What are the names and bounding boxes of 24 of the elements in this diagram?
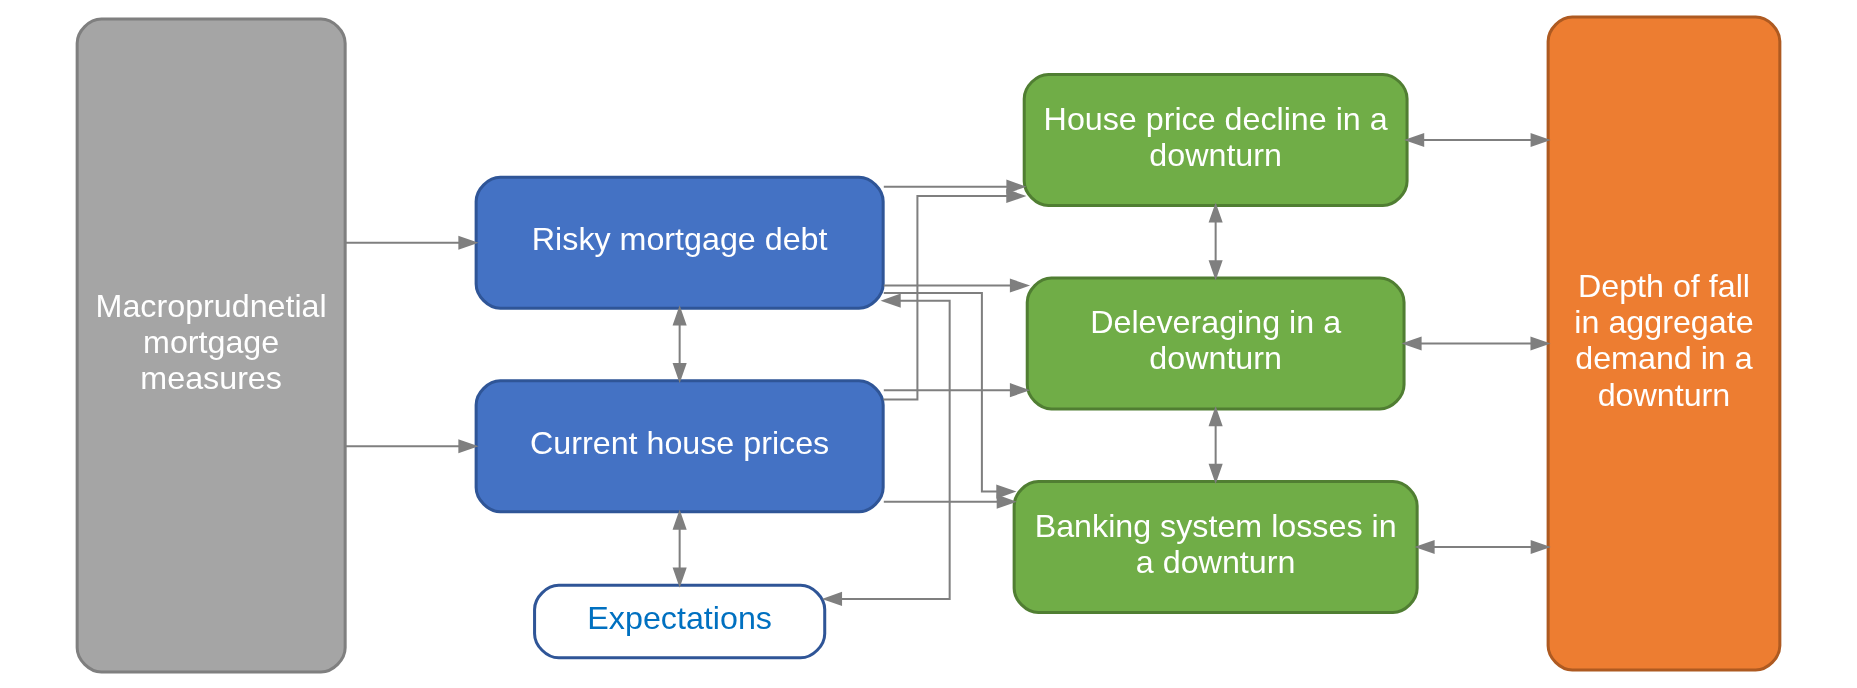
arrow	[1401, 335, 1551, 351]
arrow	[821, 293, 951, 606]
arrow	[345, 235, 479, 250]
arrow	[1414, 539, 1551, 554]
arrow	[672, 508, 687, 588]
arrow	[883, 382, 1031, 397]
arrow	[345, 438, 479, 453]
arrow	[672, 304, 687, 383]
arrow	[883, 179, 1027, 194]
arrow	[1404, 132, 1551, 147]
node-box: House price decline in a downturn	[1022, 72, 1409, 207]
node-box: Depth of fall in aggregate demand in a downturn	[1546, 15, 1782, 671]
node-box: Banking system losses in a downturn	[1012, 479, 1419, 614]
node-box: Deleveraging in a downturn	[1025, 276, 1406, 410]
arrow	[1208, 201, 1223, 280]
arrow	[883, 278, 1031, 293]
arrow	[883, 188, 1027, 401]
node-box: Macroprudnetial mortgage measures	[75, 17, 347, 673]
arrow	[1208, 405, 1223, 484]
arrow	[883, 494, 1017, 509]
arrow	[883, 291, 1017, 499]
node-box: Current house prices	[474, 378, 885, 513]
node-box: Expectations	[533, 583, 827, 659]
node-box: Risky mortgage debt	[474, 175, 885, 310]
